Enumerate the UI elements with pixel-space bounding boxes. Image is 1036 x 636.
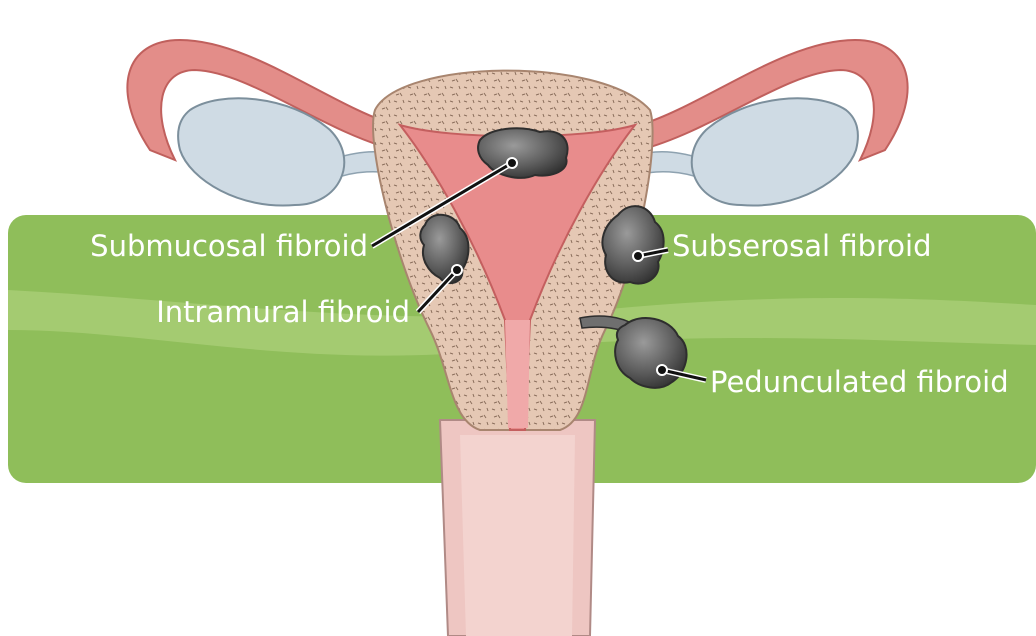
intramural-dot	[452, 265, 462, 275]
vaginal-inner	[460, 435, 575, 636]
cervical-canal	[505, 320, 530, 428]
subserosal-dot	[633, 251, 643, 261]
intramural-label: Intramural fibroid	[156, 295, 410, 329]
subserosal-label: Subserosal fibroid	[672, 229, 932, 263]
submucosal-label: Submucosal fibroid	[90, 229, 368, 263]
submucosal-dot	[507, 158, 517, 168]
vagina	[440, 420, 595, 636]
pedunculated-dot	[657, 365, 667, 375]
pedunculated-label: Pedunculated fibroid	[710, 365, 1009, 399]
